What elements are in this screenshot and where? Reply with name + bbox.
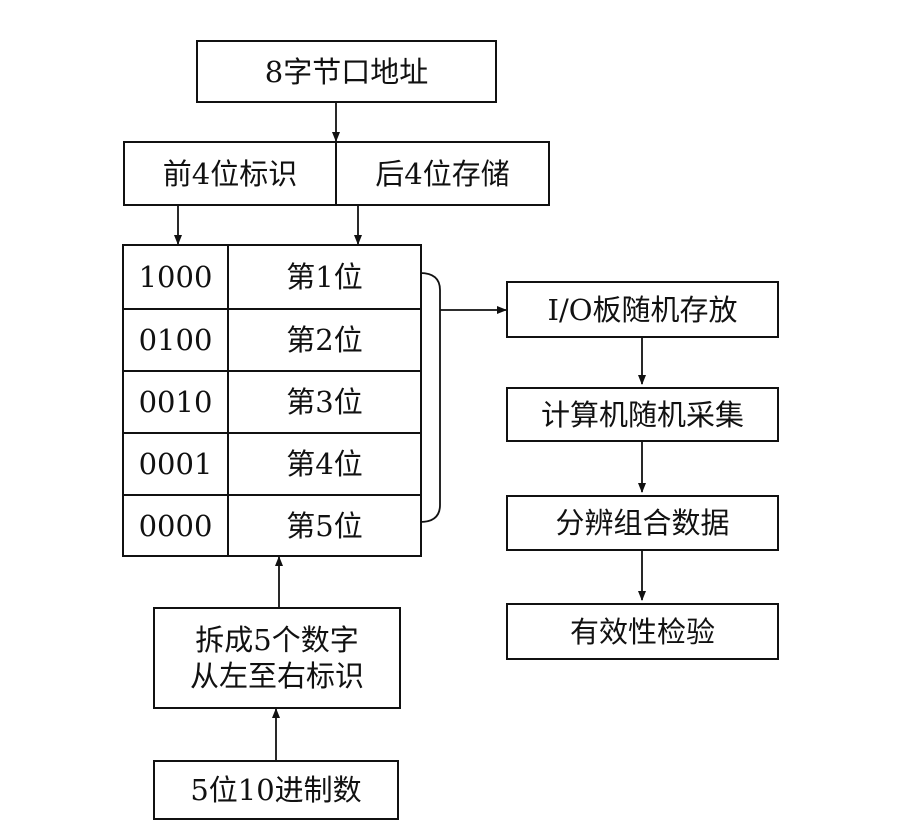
decimal-number-box: 5位10进制数 [153, 760, 399, 820]
high-4-bits-cell: 前4位标识 [125, 143, 337, 204]
low-4-bits-label: 后4位存储 [375, 156, 510, 191]
table-row: 0001 第4位 [124, 434, 420, 496]
combine-data-box: 分辨组合数据 [506, 495, 779, 551]
byte-address-box: 8字节口地址 [196, 40, 497, 103]
validity-check-box: 有效性检验 [506, 603, 779, 660]
io-board-storage-label: I/O板随机存放 [547, 292, 738, 327]
byte-address-label: 8字节口地址 [264, 54, 429, 89]
row-label: 第3位 [286, 385, 363, 419]
table-brace [419, 272, 441, 523]
row-label: 第1位 [286, 260, 363, 294]
row-code: 1000 [138, 260, 213, 294]
table-row: 0100 第2位 [124, 310, 420, 372]
computer-sampling-label: 计算机随机采集 [540, 397, 744, 432]
bit-split-box: 前4位标识 后4位存储 [123, 141, 550, 206]
high-4-bits-label: 前4位标识 [162, 156, 298, 191]
validity-check-label: 有效性检验 [569, 614, 715, 649]
computer-sampling-box: 计算机随机采集 [506, 387, 779, 442]
table-row: 1000 第1位 [124, 246, 420, 310]
row-code: 0010 [138, 385, 213, 419]
table-row: 0010 第3位 [124, 372, 420, 434]
bit-table: 1000 第1位 0100 第2位 0010 第3位 0001 第4位 0000… [122, 244, 422, 557]
table-row: 0000 第5位 [124, 496, 420, 555]
low-4-bits-cell: 后4位存储 [337, 143, 548, 204]
split-digits-line2: 从左至右标识 [189, 659, 364, 693]
split-digits-box: 拆成5个数字 从左至右标识 [153, 607, 401, 709]
row-code: 0100 [138, 323, 213, 357]
row-code: 0001 [138, 447, 213, 481]
row-label: 第5位 [286, 508, 363, 543]
row-label: 第2位 [286, 323, 363, 357]
split-digits-line1: 拆成5个数字 [195, 623, 359, 657]
row-code: 0000 [138, 508, 213, 543]
decimal-number-label: 5位10进制数 [190, 773, 362, 807]
combine-data-label: 分辨组合数据 [555, 506, 730, 540]
table-divider [227, 246, 229, 555]
row-label: 第4位 [286, 447, 363, 481]
io-board-storage-box: I/O板随机存放 [506, 281, 779, 338]
